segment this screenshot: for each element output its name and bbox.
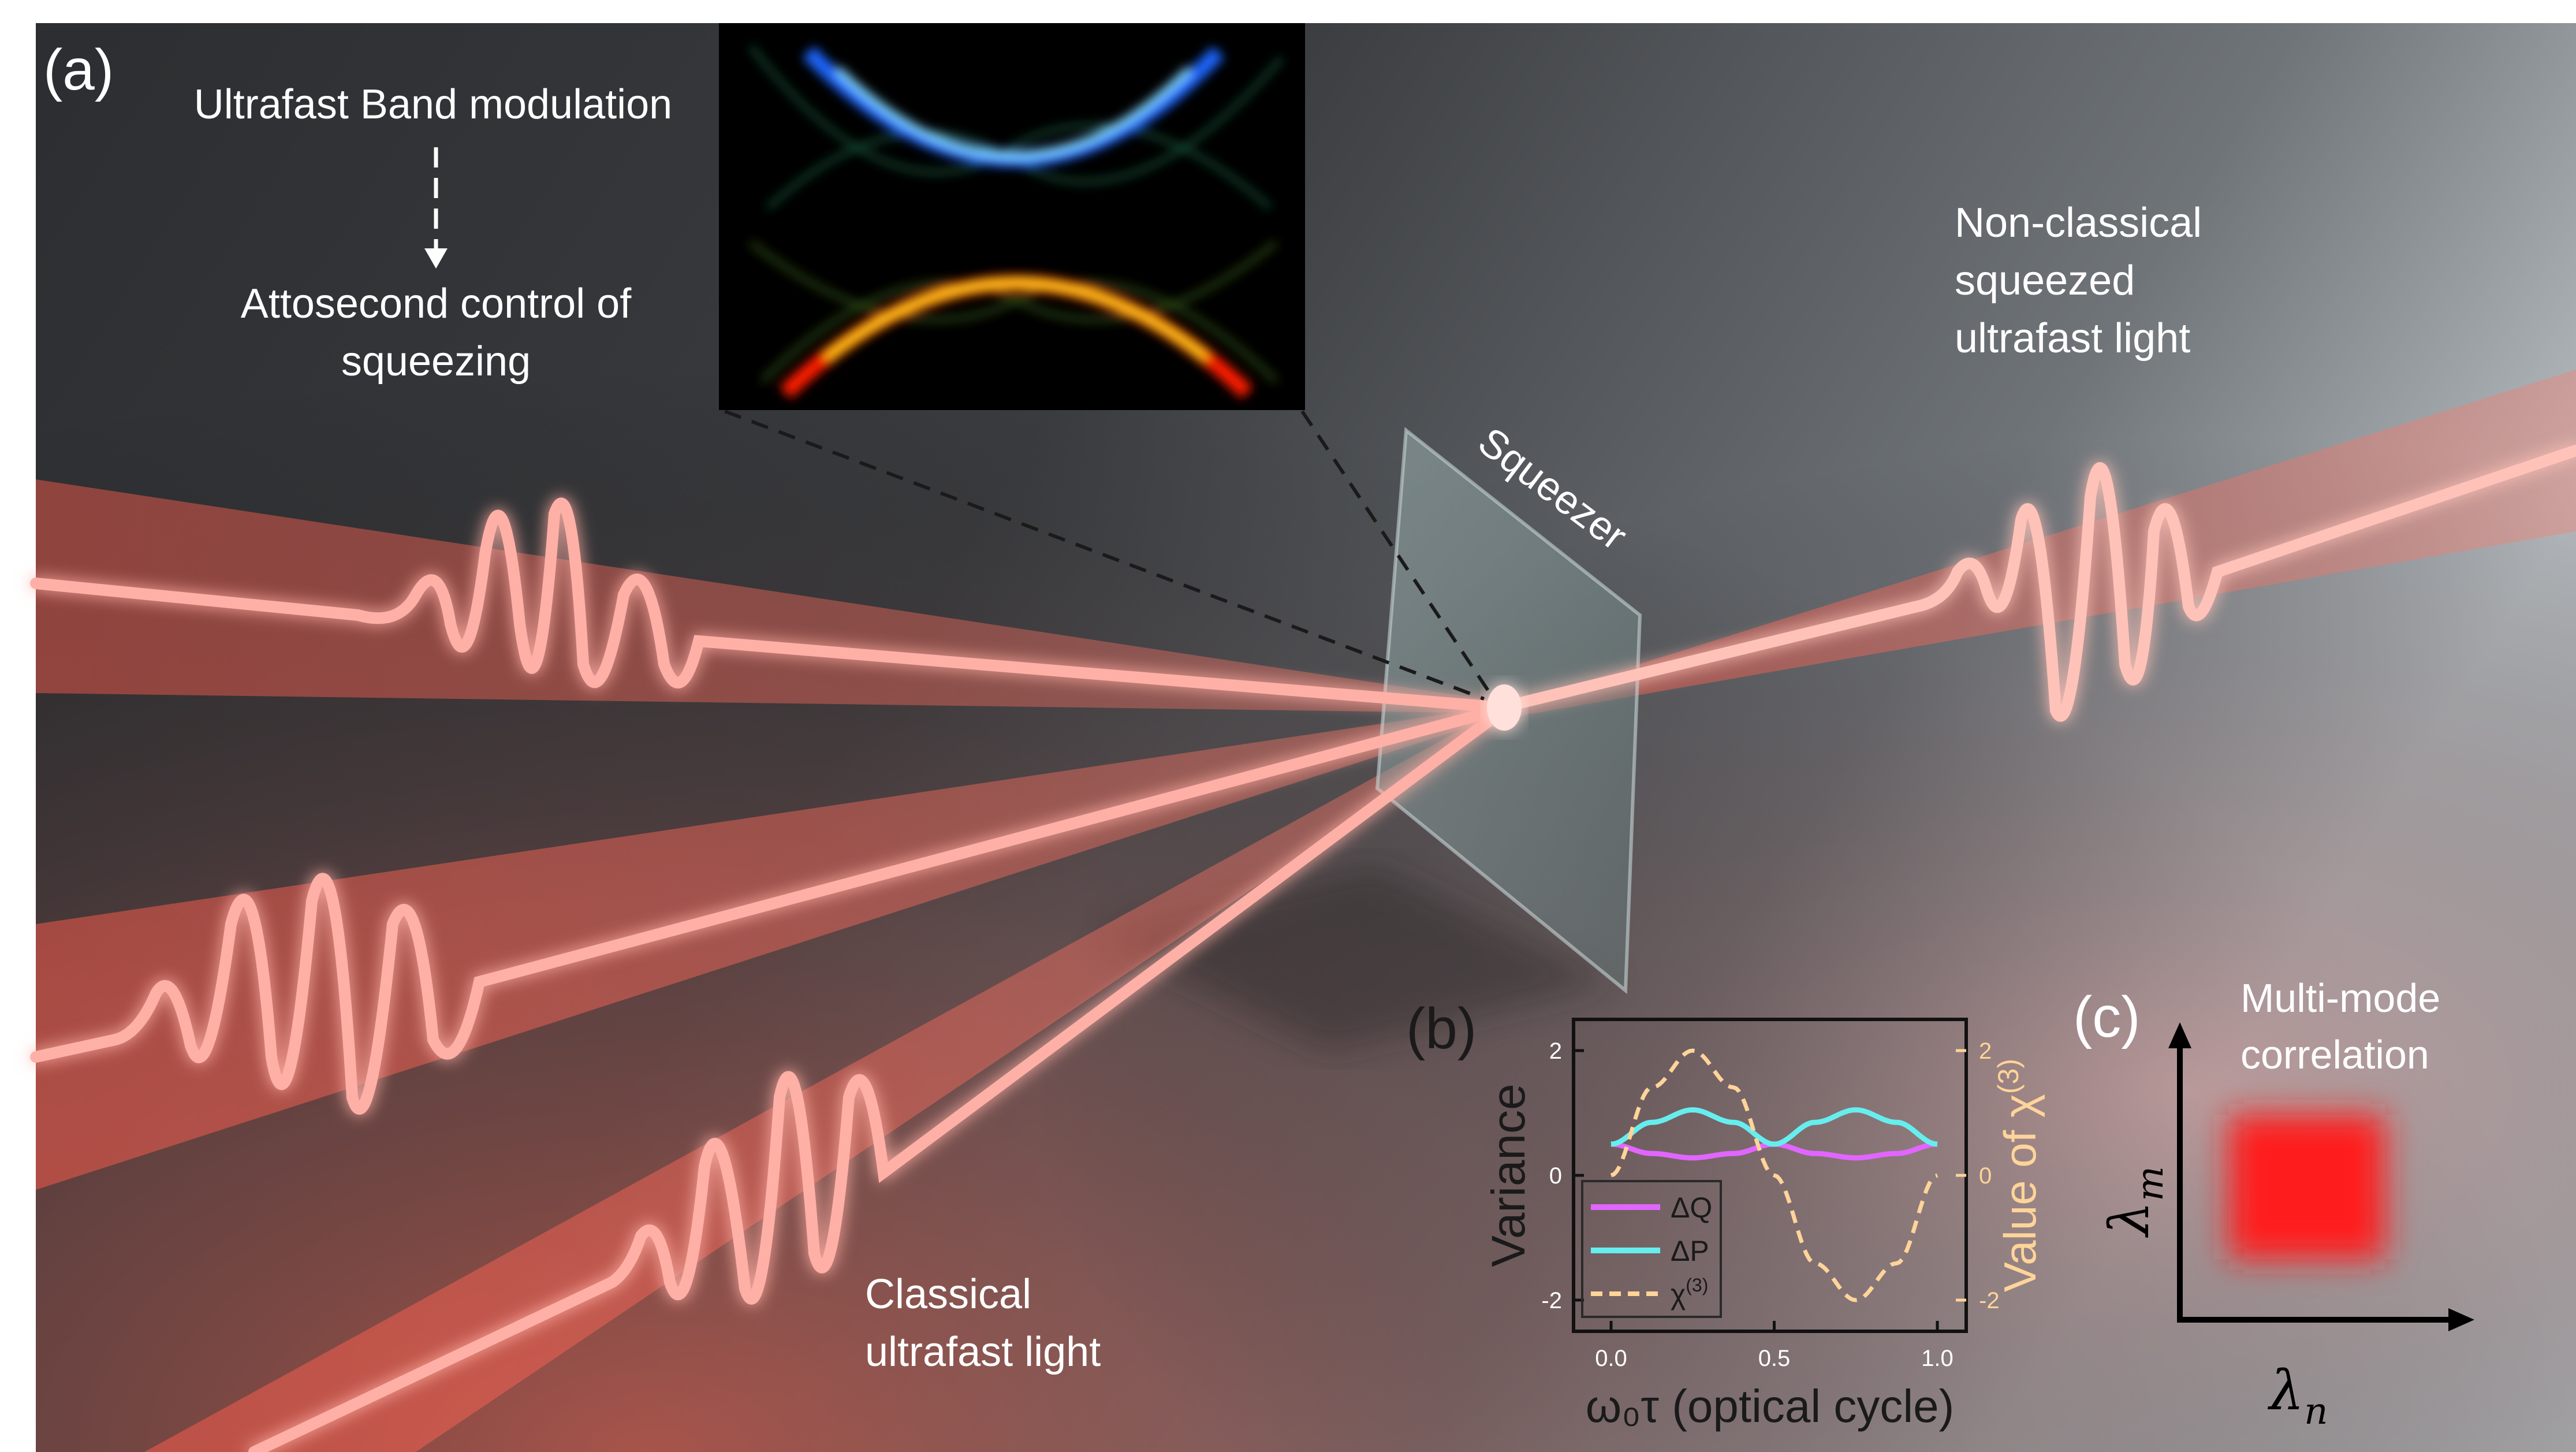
y-tick-label-right: -2 xyxy=(1979,1288,2000,1313)
panel-c-title-line1: Multi-mode xyxy=(2241,976,2440,1021)
zoom-leader-left xyxy=(724,409,1485,701)
left-margin xyxy=(0,0,36,1452)
wave-packets xyxy=(30,445,2576,1452)
y-tick-label-right: 0 xyxy=(1979,1163,1992,1189)
inset-background xyxy=(719,23,1305,410)
nonclassical-label-line2: squeezed xyxy=(1955,258,2135,304)
x-tick-label: 1.0 xyxy=(1921,1346,1954,1371)
curve-delta-p xyxy=(1611,1107,1938,1147)
legend-box xyxy=(1581,1180,1722,1318)
legend-label-dq: ΔQ xyxy=(1671,1192,1712,1224)
beam-mid-incoming xyxy=(36,706,1501,1190)
beam-low-incoming xyxy=(144,709,1504,1452)
plot-ticks: 0.0 0.5 1.0 2 0 -2 2 0 -2 xyxy=(1541,1038,1999,1371)
focal-spot xyxy=(1487,684,1522,731)
y-tick-label-left: 2 xyxy=(1549,1038,1562,1064)
classical-label-line1: Classical xyxy=(865,1271,1031,1317)
beam-top-incoming xyxy=(36,479,1501,713)
y-axis-label-right: Value of χ(3) xyxy=(1992,1059,2045,1292)
top-margin xyxy=(0,0,2576,23)
nonclassical-label-line1: Non-classical xyxy=(1955,200,2202,246)
x-tick-label: 0.5 xyxy=(1758,1346,1791,1371)
band-structure-inset xyxy=(719,23,1305,410)
band-arrow-head xyxy=(424,248,448,269)
panel-c-tag: (c) xyxy=(2073,985,2141,1049)
c-y-axis-label: λm xyxy=(2098,1166,2172,1238)
attosecond-label-line1: Attosecond control of xyxy=(241,281,632,327)
attosecond-label-line2: squeezing xyxy=(341,338,531,385)
nonclassical-label-line3: ultrafast light xyxy=(1955,315,2190,362)
wave-outgoing xyxy=(1496,445,2576,722)
curve-chi3 xyxy=(1610,1048,1938,1302)
wave-top xyxy=(30,497,1507,713)
y-tick-label-left: -2 xyxy=(1541,1288,1562,1313)
band-modulation-label: Ultrafast Band modulation xyxy=(194,81,672,128)
plot-curves xyxy=(1610,1048,1938,1302)
band-glows xyxy=(748,44,1284,399)
y-tick-label-right: 2 xyxy=(1979,1038,1992,1064)
x-axis-label: ω₀τ (optical cycle) xyxy=(1586,1380,1955,1432)
panel-c: (c) Multi-mode correlation λn λm xyxy=(2073,976,2474,1433)
legend-label-dp: ΔP xyxy=(1671,1235,1709,1267)
classical-label-line2: ultrafast light xyxy=(865,1329,1101,1375)
panel-a-tag: (a) xyxy=(43,38,114,102)
wave-mid xyxy=(30,703,1507,1115)
panel-b: (b) 0.0 0.5 1.0 2 0 -2 2 0 -2 Variance Value of … xyxy=(1406,996,2045,1432)
x-tick-label: 0.0 xyxy=(1595,1346,1627,1371)
y-tick-label-left: 0 xyxy=(1549,1163,1562,1189)
correlation-square xyxy=(2229,1115,2385,1259)
y-axis-label-left: Variance xyxy=(1482,1084,1535,1267)
c-x-axis-label: λn xyxy=(2267,1359,2328,1433)
panel-b-tag: (b) xyxy=(1406,996,1477,1061)
wave-low xyxy=(248,706,1507,1452)
panel-c-title-line2: correlation xyxy=(2241,1032,2429,1077)
c-x-arrowhead xyxy=(2448,1308,2474,1331)
legend-label-chi3: χ(3) xyxy=(1671,1275,1708,1310)
c-y-arrowhead xyxy=(2168,1022,2191,1048)
